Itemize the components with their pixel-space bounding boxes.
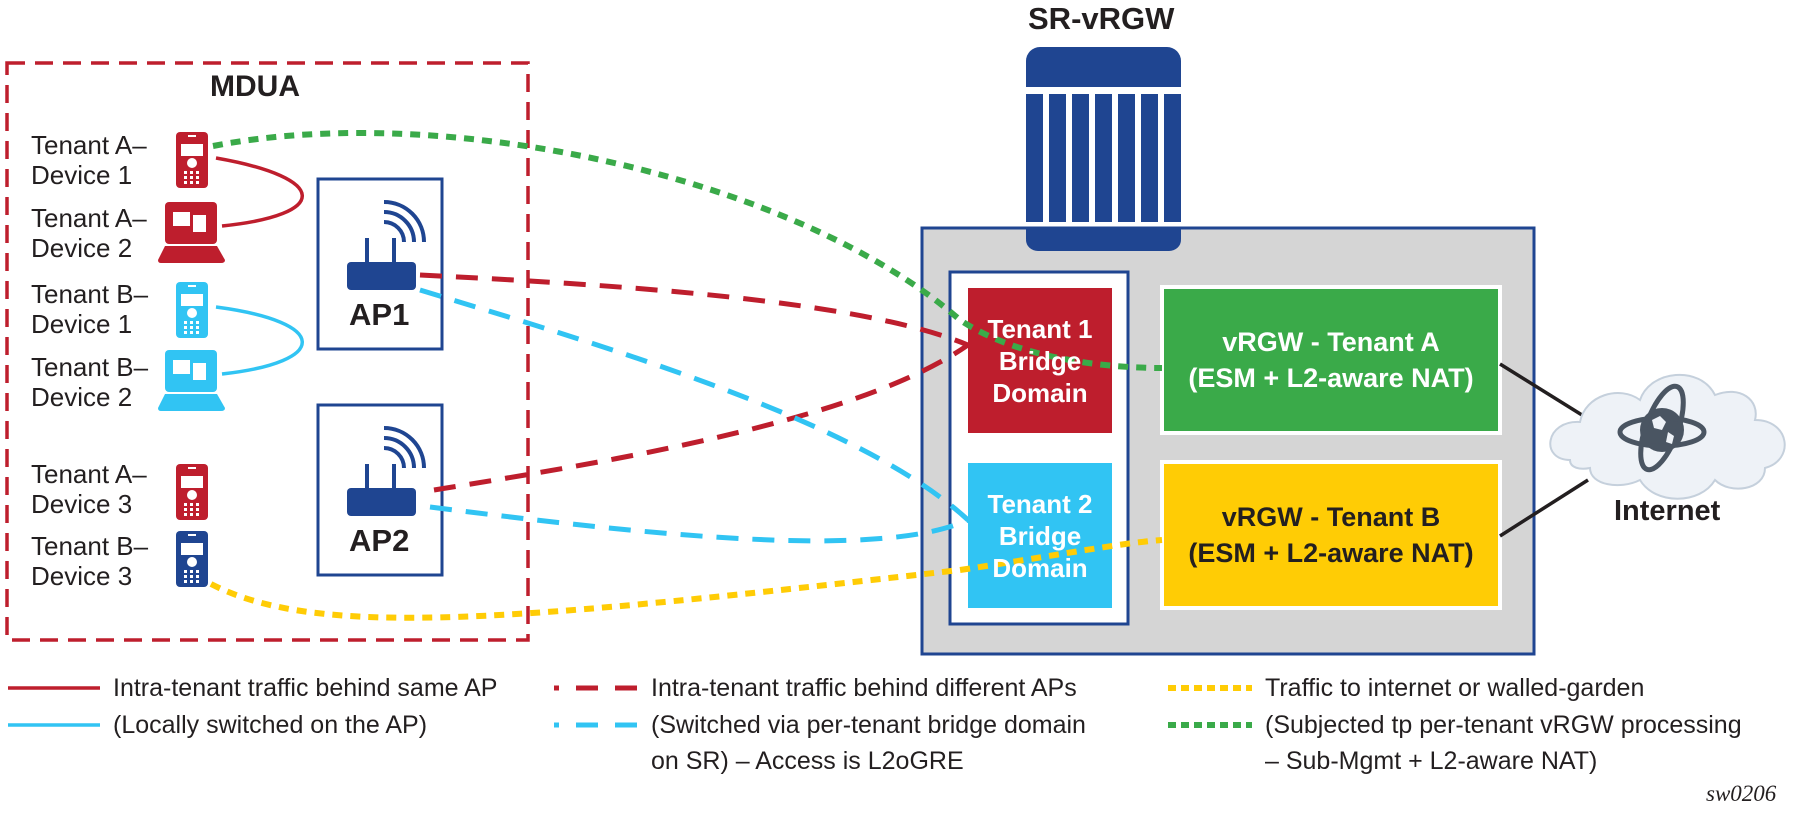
router-icon: [1026, 47, 1181, 251]
legend-dashed-line2: (Switched via per-tenant bridge domain: [651, 711, 1086, 739]
device-label: Tenant B– Device 1: [31, 279, 148, 339]
dotted-tenant-a-vrgw: [212, 130, 1163, 371]
device-label-line1: Tenant A–: [31, 130, 147, 160]
device-label-line1: Tenant B–: [31, 279, 149, 309]
ap2-label: AP2: [349, 523, 410, 558]
device-label-line2: Device 2: [31, 233, 133, 263]
device-label-line1: Tenant B–: [31, 352, 149, 382]
device-label-line2: Device 3: [31, 561, 133, 591]
tenant1-bridge-domain-label: Tenant 1 Bridge Domain: [968, 288, 1112, 433]
device-label: Tenant A– Device 1: [31, 130, 147, 190]
vrgw-tenant-b-box: [1160, 460, 1502, 610]
device-label: Tenant A– Device 3: [31, 459, 147, 519]
phone-icon: [176, 132, 208, 188]
phone-icon: [176, 464, 208, 520]
tenant2-bridge-domain-box: [968, 463, 1112, 608]
bd-line1: Tenant 2: [987, 488, 1093, 519]
vrgw-tenant-a-box: [1160, 285, 1502, 435]
vrgw-line2: (ESM + L2-aware NAT): [1188, 538, 1474, 568]
device-label-line2: Device 2: [31, 382, 133, 412]
legend-dotted-line1: Traffic to internet or walled-garden: [1265, 674, 1645, 702]
dashed-ap2-tenant2-bd: [429, 504, 970, 544]
device-label-line1: Tenant A–: [31, 459, 147, 489]
figure-id: sw0206: [1706, 781, 1777, 806]
gateway-title: SR-vRGW: [1028, 1, 1175, 36]
dashed-ap2-tenant1-bd: [433, 342, 970, 493]
link-vrgw-a-internet: [1499, 362, 1591, 422]
legend-dashed-line1: Intra-tenant traffic behind different AP…: [651, 674, 1077, 702]
tenant2-bridge-domain-label: Tenant 2 Bridge Domain: [968, 463, 1112, 608]
ap2-box: [316, 403, 444, 577]
bd-line2: Bridge: [998, 520, 1082, 551]
bd-line2: Bridge: [998, 345, 1082, 376]
globe-icon: [1617, 383, 1707, 473]
legend-dotted-line2: (Subjected tp per-tenant vRGW processing: [1265, 711, 1742, 739]
dotted-tenant-b-vrgw: [209, 537, 1163, 621]
device-label: Tenant A– Device 2: [31, 203, 147, 263]
bd-line1: Tenant 1: [987, 313, 1093, 344]
vrgw-tenant-b-label: vRGW - Tenant B (ESM + L2-aware NAT): [1162, 462, 1500, 608]
vrgw-line1: vRGW - Tenant A: [1222, 327, 1440, 357]
legend-dotted-line3: – Sub-Mgmt + L2-aware NAT): [1265, 747, 1598, 775]
dashed-ap1-tenant2-bd: [419, 287, 970, 522]
internet-label: Internet: [1614, 495, 1721, 527]
device-label: Tenant B– Device 3: [31, 531, 148, 591]
laptop-icon: [158, 202, 225, 263]
device-label: Tenant B– Device 2: [31, 352, 148, 412]
wifi-router-icon: [347, 200, 426, 290]
device-label-line2: Device 1: [31, 160, 133, 190]
phone-icon: [176, 282, 208, 338]
link-vrgw-b-internet: [1499, 478, 1589, 538]
vrgw-tenant-a-label: vRGW - Tenant A (ESM + L2-aware NAT): [1162, 287, 1500, 433]
wifi-router-icon: [347, 426, 426, 516]
device-label-line2: Device 1: [31, 309, 133, 339]
laptop-icon: [158, 350, 225, 411]
local-switch-tenant-a: [215, 156, 304, 228]
bd-line3: Domain: [992, 552, 1088, 583]
vrgw-line2: (ESM + L2-aware NAT): [1188, 363, 1474, 393]
mdua-boundary: [5, 61, 530, 642]
legend-solid-line1: Intra-tenant traffic behind same AP: [113, 674, 498, 702]
device-label-line1: Tenant B–: [31, 531, 149, 561]
local-switch-tenant-b: [215, 305, 304, 376]
mdua-title: MDUA: [210, 70, 300, 103]
legend-dashed-line3: on SR) – Access is L2oGRE: [651, 747, 964, 775]
ap1-label: AP1: [349, 297, 410, 332]
dashed-ap1-tenant1-bd: [419, 272, 969, 348]
vrgw-line1: vRGW - Tenant B: [1221, 502, 1441, 532]
device-label-line2: Device 3: [31, 489, 133, 519]
bd-line3: Domain: [992, 377, 1088, 408]
device-label-line1: Tenant A–: [31, 203, 147, 233]
legend-solid-line2: (Locally switched on the AP): [113, 711, 428, 739]
phone-icon: [176, 531, 208, 587]
